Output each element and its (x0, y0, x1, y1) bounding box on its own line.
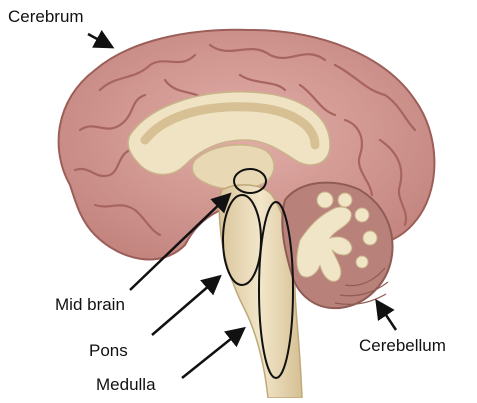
pons-label: Pons (89, 342, 128, 359)
cerebrum-label: Cerebrum (8, 8, 84, 25)
cerebellum-label: Cerebellum (359, 337, 446, 354)
midbrain-label: Mid brain (55, 296, 125, 313)
cerebellum-arrow (378, 303, 396, 330)
cerebrum-arrow (88, 34, 110, 46)
pons-arrow (152, 278, 218, 335)
medulla-label: Medulla (96, 376, 156, 393)
medulla-arrow (182, 330, 242, 378)
